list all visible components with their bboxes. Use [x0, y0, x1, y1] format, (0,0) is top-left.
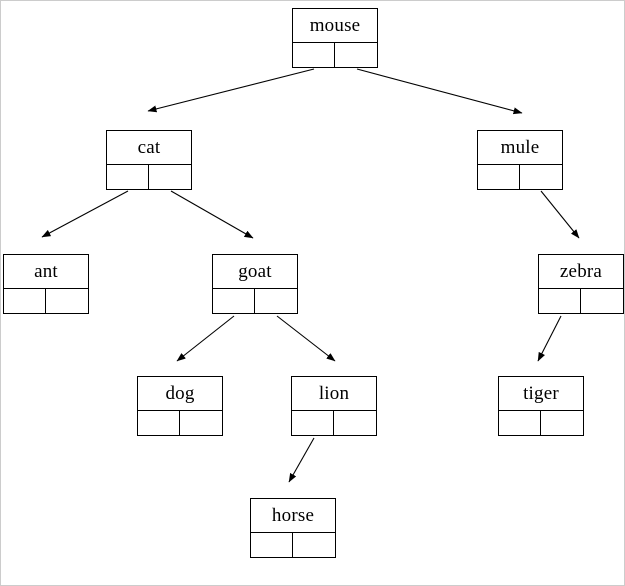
tree-node-ant[interactable]: ant — [3, 254, 89, 314]
tree-node-lion[interactable]: lion — [291, 376, 377, 436]
tree-edge-mouse-to-cat — [147, 68, 315, 113]
node-left-pointer-dog[interactable] — [138, 411, 180, 435]
node-right-pointer-lion[interactable] — [334, 411, 376, 435]
node-pointers-ant — [4, 289, 88, 313]
tree-node-horse[interactable]: horse — [250, 498, 336, 558]
node-left-pointer-ant[interactable] — [4, 289, 46, 313]
tree-node-goat[interactable]: goat — [212, 254, 298, 314]
node-left-pointer-cat[interactable] — [107, 165, 149, 189]
node-label-tiger: tiger — [499, 377, 583, 411]
tree-edge-mule-to-zebra — [540, 190, 580, 239]
node-pointers-zebra — [539, 289, 623, 313]
node-right-pointer-zebra[interactable] — [581, 289, 623, 313]
node-pointers-horse — [251, 533, 335, 557]
node-left-pointer-zebra[interactable] — [539, 289, 581, 313]
node-label-horse: horse — [251, 499, 335, 533]
node-right-pointer-dog[interactable] — [180, 411, 222, 435]
tree-edge-goat-to-lion — [276, 315, 336, 362]
node-right-pointer-mule[interactable] — [520, 165, 562, 189]
node-label-ant: ant — [4, 255, 88, 289]
tree-node-tiger[interactable]: tiger — [498, 376, 584, 436]
tree-edge-cat-to-ant — [41, 190, 129, 238]
node-right-pointer-tiger[interactable] — [541, 411, 583, 435]
node-pointers-goat — [213, 289, 297, 313]
node-label-mule: mule — [478, 131, 562, 165]
node-left-pointer-goat[interactable] — [213, 289, 255, 313]
node-right-pointer-goat[interactable] — [255, 289, 297, 313]
node-label-dog: dog — [138, 377, 222, 411]
node-left-pointer-mouse[interactable] — [293, 43, 335, 67]
node-right-pointer-ant[interactable] — [46, 289, 88, 313]
node-pointers-mule — [478, 165, 562, 189]
node-pointers-mouse — [293, 43, 377, 67]
node-right-pointer-horse[interactable] — [293, 533, 335, 557]
node-pointers-dog — [138, 411, 222, 435]
tree-node-cat[interactable]: cat — [106, 130, 192, 190]
tree-node-dog[interactable]: dog — [137, 376, 223, 436]
node-pointers-lion — [292, 411, 376, 435]
tree-edge-mouse-to-mule — [356, 68, 523, 115]
node-label-lion: lion — [292, 377, 376, 411]
tree-edge-cat-to-goat — [170, 190, 254, 239]
tree-edge-goat-to-dog — [176, 315, 235, 362]
node-left-pointer-mule[interactable] — [478, 165, 520, 189]
node-label-zebra: zebra — [539, 255, 623, 289]
node-right-pointer-mouse[interactable] — [335, 43, 377, 67]
node-label-cat: cat — [107, 131, 191, 165]
node-pointers-tiger — [499, 411, 583, 435]
tree-edge-lion-to-horse — [288, 437, 315, 483]
tree-node-mule[interactable]: mule — [477, 130, 563, 190]
node-label-mouse: mouse — [293, 9, 377, 43]
node-left-pointer-horse[interactable] — [251, 533, 293, 557]
node-pointers-cat — [107, 165, 191, 189]
node-left-pointer-tiger[interactable] — [499, 411, 541, 435]
tree-node-zebra[interactable]: zebra — [538, 254, 624, 314]
node-right-pointer-cat[interactable] — [149, 165, 191, 189]
tree-node-mouse[interactable]: mouse — [292, 8, 378, 68]
tree-edge-zebra-to-tiger — [537, 315, 562, 362]
node-label-goat: goat — [213, 255, 297, 289]
node-left-pointer-lion[interactable] — [292, 411, 334, 435]
